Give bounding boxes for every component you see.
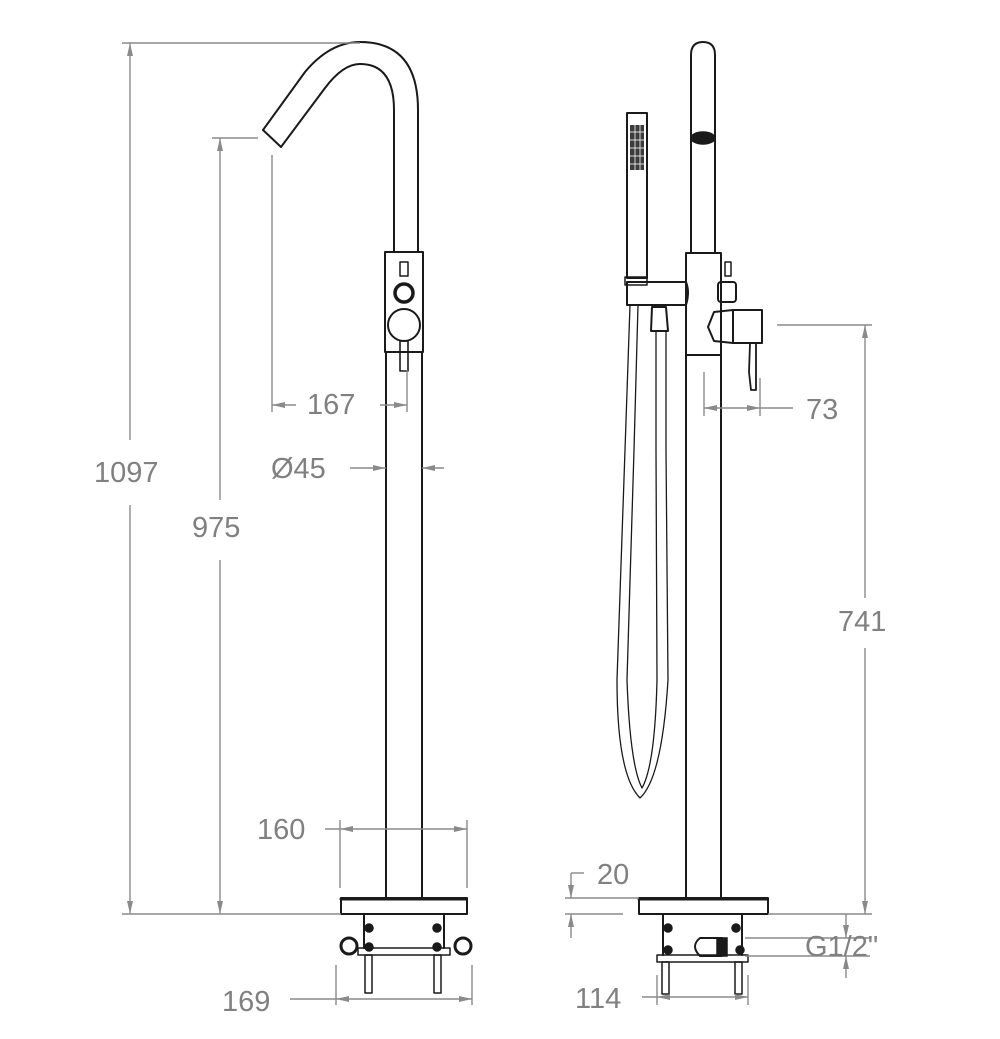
bolt-right [433, 954, 442, 994]
diverter-knob-side [717, 281, 737, 303]
bolt-left [364, 954, 373, 994]
hose-connector [650, 306, 669, 332]
nut-side-top-left [663, 923, 673, 933]
fixing-ring-left [339, 936, 359, 956]
dim-spout-reach: 167 [307, 389, 356, 421]
side-dimensions [565, 324, 872, 1005]
hand-shower-perforation [630, 125, 644, 170]
nut-side-mid-right [735, 945, 745, 955]
spout-outer [262, 41, 419, 253]
cartridge [707, 309, 734, 344]
nut-top-right [432, 923, 442, 933]
hand-shower [626, 112, 648, 279]
nut-side-mid-left [663, 945, 673, 955]
spout-outlet [262, 129, 282, 148]
handle-lever [399, 340, 409, 372]
mixer-body-side [685, 252, 722, 356]
fixing-ring-right [453, 936, 473, 956]
dim-base-plate-width: 160 [257, 814, 306, 846]
holder-cap [624, 276, 648, 286]
aerator-band [690, 131, 716, 145]
spout-inner [280, 63, 395, 253]
hose-outer [616, 304, 669, 799]
bolt-side-left [661, 961, 670, 995]
dim-base-plate-thickness: 20 [597, 859, 630, 891]
hose-inner [626, 304, 658, 789]
dim-total-height: 1097 [94, 457, 159, 489]
dim-column-diameter: Ø45 [271, 453, 326, 485]
fixing-bracket [357, 947, 451, 956]
upper-pipe [690, 41, 716, 253]
bolt-side-right [734, 961, 743, 995]
inlet-thread-body [716, 937, 728, 957]
diverter-knob [393, 282, 415, 304]
dim-fixing-depth: 114 [575, 983, 622, 1015]
handle-lever-side [748, 342, 757, 391]
diverter-pin [399, 261, 409, 277]
nut-mid-right [432, 942, 442, 952]
handle-body [732, 309, 763, 344]
dim-spout-height: 975 [192, 512, 241, 544]
diverter-pin-side [724, 261, 732, 277]
front-view [262, 41, 473, 994]
dim-mixer-body-height: 741 [838, 606, 887, 638]
nut-side-top-right [731, 923, 741, 933]
front-dimensions [122, 42, 473, 1005]
dim-fixing-width: 169 [222, 986, 271, 1018]
mixer-body [384, 251, 424, 353]
nut-top-left [364, 923, 374, 933]
nut-mid-left [364, 942, 374, 952]
side-view [616, 41, 770, 995]
dim-inlet-thread: G1/2" [805, 931, 879, 963]
dim-lever-projection: 73 [806, 394, 839, 426]
handle-disc [387, 308, 421, 342]
